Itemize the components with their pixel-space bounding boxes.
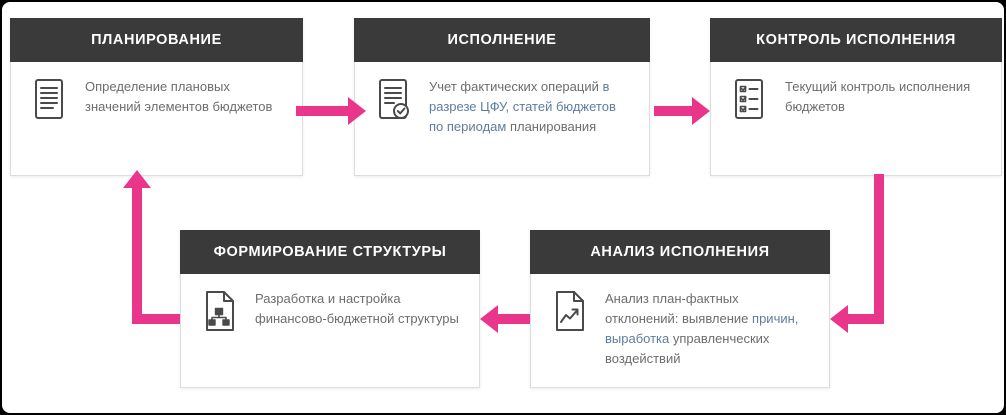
arrow-head-left-icon <box>830 305 848 333</box>
arrow-head-left-icon <box>480 305 498 333</box>
description-segment: в разрезе ЦФУ, статей бюджетов по период… <box>429 79 616 134</box>
card-execution-body: Учет фактических операций в разрезе ЦФУ,… <box>355 62 649 151</box>
document-checklist-icon <box>729 77 769 121</box>
card-structure-formation: ФОРМИРОВАНИЕ СТРУКТУРЫ Разработка и наст… <box>180 230 480 388</box>
arrow-analysis-to-formation <box>480 305 530 333</box>
document-check-icon <box>373 77 413 121</box>
card-execution-control-body: Текущий контроль исполнения бюджетов <box>711 62 1001 135</box>
card-planning-title: ПЛАНИРОВАНИЕ <box>10 18 303 62</box>
card-execution-title: ИСПОЛНЕНИЕ <box>354 18 650 62</box>
arrow-shaft <box>654 106 692 116</box>
arrow-shaft-horizontal <box>132 314 180 324</box>
description-segment: Определение плановых значений элементов … <box>85 79 273 114</box>
card-planning-description: Определение плановых значений элементов … <box>85 77 286 117</box>
card-structure-formation-description: Разработка и настройка финансово-бюджетн… <box>255 289 463 329</box>
card-execution-analysis-body: Анализ план-фактных отклонений: выявлени… <box>531 274 829 383</box>
card-execution-description: Учет фактических операций в разрезе ЦФУ,… <box>429 77 633 137</box>
card-execution-analysis-description: Анализ план-фактных отклонений: выявлени… <box>605 289 813 369</box>
document-chart-icon <box>549 289 589 333</box>
description-segment: причин, выработка <box>605 311 799 346</box>
description-segment: Учет фактических операций <box>429 79 603 94</box>
card-execution: ИСПОЛНЕНИЕ Учет фактических операций в р… <box>354 18 650 176</box>
arrow-head-up-icon <box>123 170 151 188</box>
description-segment: Анализ план-фактных отклонений: выявлени… <box>605 291 753 326</box>
arrow-planning-to-execution <box>296 97 366 125</box>
arrow-shaft-vertical <box>874 174 884 324</box>
arrow-execution-to-control <box>654 97 710 125</box>
card-execution-analysis: АНАЛИЗ ИСПОЛНЕНИЯ Анализ план-фактных от… <box>530 230 830 388</box>
arrow-shaft-vertical <box>132 188 142 324</box>
description-segment: Разработка и настройка финансово-бюджетн… <box>255 291 459 326</box>
card-execution-control-description: Текущий контроль исполнения бюджетов <box>785 77 985 117</box>
arrow-formation-to-planning <box>122 170 192 324</box>
card-structure-formation-body: Разработка и настройка финансово-бюджетн… <box>181 274 479 347</box>
arrow-head-right-icon <box>348 97 366 125</box>
arrow-shaft-horizontal <box>848 314 884 324</box>
card-planning: ПЛАНИРОВАНИЕ Определение плановых значен… <box>10 18 303 176</box>
description-segment: планирования <box>506 119 597 134</box>
card-planning-body: Определение плановых значений элементов … <box>11 62 302 135</box>
card-execution-control-title: КОНТРОЛЬ ИСПОЛНЕНИЯ <box>710 18 1002 62</box>
document-lines-icon <box>29 77 69 121</box>
card-execution-control: КОНТРОЛЬ ИСПОЛНЕНИЯ Текущий контроль исп… <box>710 18 1002 176</box>
document-hierarchy-icon <box>199 289 239 333</box>
arrow-shaft <box>498 314 530 324</box>
card-structure-formation-title: ФОРМИРОВАНИЕ СТРУКТУРЫ <box>180 230 480 274</box>
arrow-head-right-icon <box>692 97 710 125</box>
description-segment: Текущий контроль исполнения бюджетов <box>785 79 971 114</box>
description-segment: управленческих воздействий <box>605 331 770 366</box>
arrow-shaft <box>296 106 348 116</box>
arrow-control-to-analysis <box>830 174 886 333</box>
card-execution-analysis-title: АНАЛИЗ ИСПОЛНЕНИЯ <box>530 230 830 274</box>
